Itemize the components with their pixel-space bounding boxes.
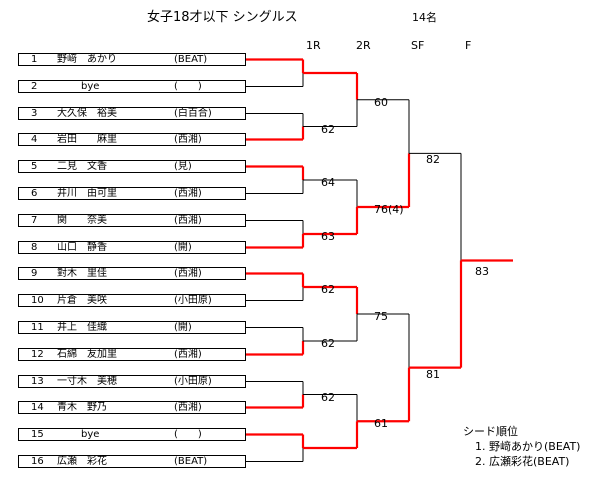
player-number: 6 xyxy=(31,188,38,199)
player-club: (開) xyxy=(174,242,192,253)
match-score: 76(4) xyxy=(374,203,404,216)
player-row: 13 一寸木 美穂 (小田原) xyxy=(18,375,246,388)
player-club: ( ) xyxy=(174,429,202,440)
player-club: (見) xyxy=(174,161,192,172)
player-row: 6 井川 由可里 (西湘) xyxy=(18,187,246,200)
match-score: 64 xyxy=(321,176,335,189)
player-club: (BEAT) xyxy=(174,456,208,467)
player-club: (小田原) xyxy=(174,295,212,306)
player-club: (BEAT) xyxy=(174,54,208,65)
round-header-2r: 2R xyxy=(356,39,371,52)
player-name: 二見 文香 xyxy=(57,161,107,172)
player-row: 8 山口 静香 (開) xyxy=(18,241,246,254)
match-score: 62 xyxy=(321,337,335,350)
player-row: 3 大久保 裕美 (白百合) xyxy=(18,107,246,120)
player-club: (西湘) xyxy=(174,188,202,199)
player-number: 1 xyxy=(31,54,38,65)
round-header-f: F xyxy=(465,39,472,52)
player-row: 7 関 奈美 (西湘) xyxy=(18,214,246,227)
player-number: 2 xyxy=(31,81,38,92)
player-name: 片倉 美咲 xyxy=(57,295,107,306)
player-name: 一寸木 美穂 xyxy=(57,376,117,387)
match-score: 75 xyxy=(374,310,388,323)
player-number: 5 xyxy=(31,161,38,172)
player-club: (西湘) xyxy=(174,215,202,226)
player-club: (西湘) xyxy=(174,349,202,360)
player-number: 9 xyxy=(31,268,38,279)
match-score: 63 xyxy=(321,230,335,243)
player-name: 井川 由可里 xyxy=(57,188,117,199)
player-name: 山口 静香 xyxy=(57,242,107,253)
round-header-sf: SF xyxy=(411,39,425,52)
player-number: 7 xyxy=(31,215,38,226)
player-club: (西湘) xyxy=(174,268,202,279)
player-number: 15 xyxy=(31,429,44,440)
player-number: 10 xyxy=(31,295,44,306)
player-club: ( ) xyxy=(174,81,202,92)
seed-item-1: 1. 野﨑あかり(BEAT) xyxy=(475,440,581,453)
player-number: 11 xyxy=(31,322,44,333)
player-club: (西湘) xyxy=(174,402,202,413)
player-row: 16 広瀬 彩花 (BEAT) xyxy=(18,455,246,468)
player-number: 14 xyxy=(31,402,44,413)
player-number: 13 xyxy=(31,376,44,387)
player-club: (西湘) xyxy=(174,134,202,145)
match-score: 82 xyxy=(426,153,440,167)
match-score: 62 xyxy=(321,390,335,404)
player-name: 関 奈美 xyxy=(57,215,107,226)
player-number: 12 xyxy=(31,349,44,360)
player-row: 9 對木 里佳 (西湘) xyxy=(18,267,246,280)
player-name: bye xyxy=(81,81,100,92)
player-row: 5 二見 文香 (見) xyxy=(18,160,246,173)
player-name: 對木 里佳 xyxy=(57,268,107,279)
player-row: 10 片倉 美咲 (小田原) xyxy=(18,294,246,307)
player-name: bye xyxy=(81,429,100,440)
player-number: 16 xyxy=(31,456,44,467)
round-header-1r: 1R xyxy=(306,39,321,52)
player-name: 青木 野乃 xyxy=(57,402,107,413)
player-number: 3 xyxy=(31,108,38,119)
player-row: 14 青木 野乃 (西湘) xyxy=(18,401,246,414)
player-name: 石綿 友加里 xyxy=(57,349,117,360)
player-row: 1 野﨑 あかり (BEAT) xyxy=(18,53,246,66)
match-score: 60 xyxy=(374,95,388,109)
player-name: 大久保 裕美 xyxy=(57,108,117,119)
player-club: (開) xyxy=(174,322,192,333)
player-name: 野﨑 あかり xyxy=(57,54,117,65)
player-row: 15 bye ( ) xyxy=(18,428,246,441)
player-club: (小田原) xyxy=(174,376,212,387)
player-number: 8 xyxy=(31,242,38,253)
player-row: 2 bye ( ) xyxy=(18,80,246,93)
match-score: 81 xyxy=(426,367,440,381)
match-score: 62 xyxy=(321,283,335,296)
page-title: 女子18才以下 シングルス xyxy=(147,10,298,25)
player-row: 4 岩田 麻里 (西湘) xyxy=(18,133,246,146)
player-club: (白百合) xyxy=(174,108,212,119)
seed-heading: シード順位 xyxy=(463,425,518,438)
seed-item-2: 2. 広瀬彩花(BEAT) xyxy=(475,455,570,468)
match-score: 61 xyxy=(374,417,388,431)
player-row: 11 井上 佳織 (開) xyxy=(18,321,246,334)
player-number: 4 xyxy=(31,134,38,145)
player-name: 井上 佳織 xyxy=(57,322,107,333)
player-name: 岩田 麻里 xyxy=(57,134,117,145)
entry-count: 14名 xyxy=(412,11,437,24)
player-name: 広瀬 彩花 xyxy=(57,456,107,467)
player-row: 12 石綿 友加里 (西湘) xyxy=(18,348,246,361)
match-score: 83 xyxy=(475,264,489,278)
match-score: 62 xyxy=(321,122,335,136)
